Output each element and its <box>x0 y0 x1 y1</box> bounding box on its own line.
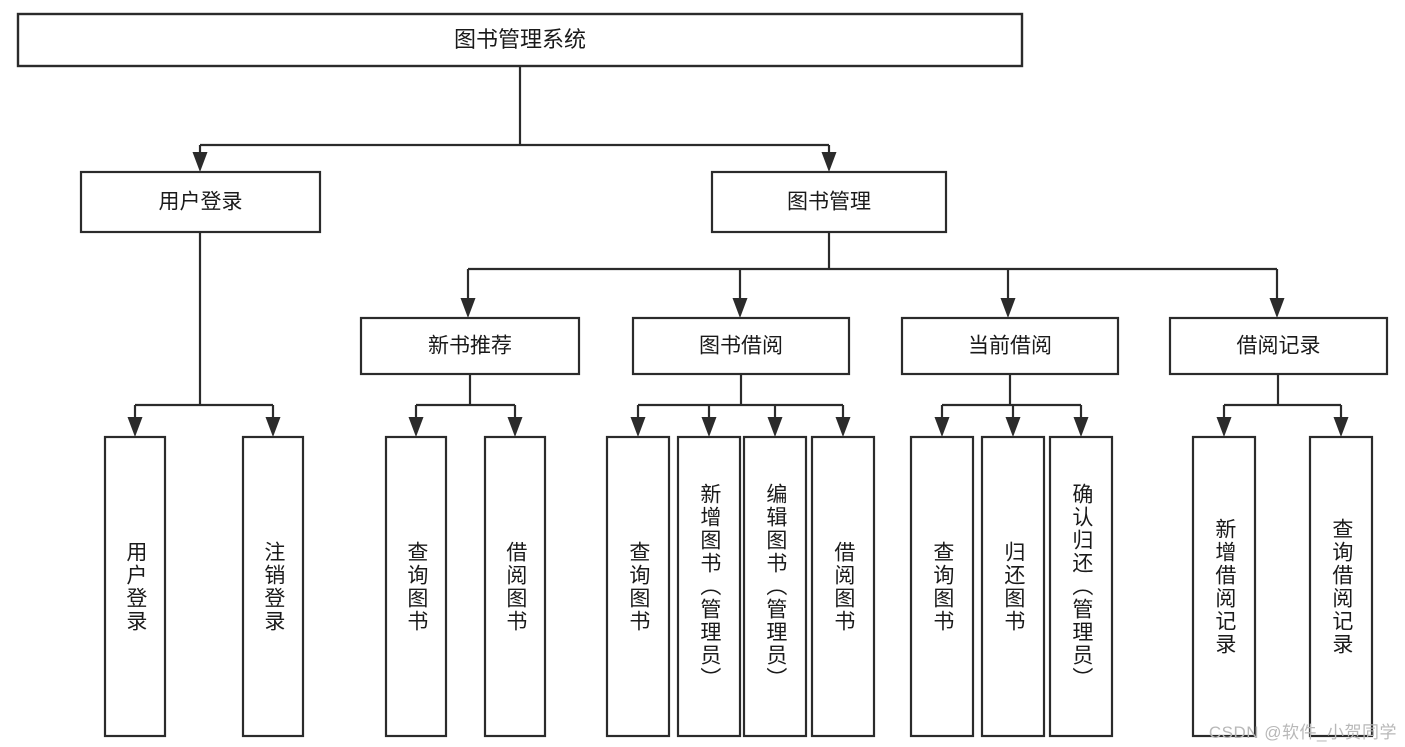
node-user-login-label: 用户登录 <box>159 191 243 214</box>
node-book-manage-label: 图书管理 <box>787 191 871 214</box>
arrow-head-icon-level3-0 <box>460 298 476 318</box>
node-leaf-query-book-2-box[interactable] <box>605 435 671 738</box>
node-leaf-query-record-box[interactable] <box>1308 435 1374 738</box>
arrow-head-icon-level2-1 <box>821 152 837 172</box>
node-leaf-add-record-box[interactable] <box>1191 435 1257 738</box>
arrow-head-icon-leaf-4-1 <box>1333 417 1349 437</box>
arrow-head-icon-leaf-0-1 <box>265 417 281 437</box>
node-leaf-add-book-box[interactable] <box>676 435 742 738</box>
arrow-head-icon-level3-3 <box>1269 298 1285 318</box>
node-leaf-user-logout-box[interactable] <box>241 435 305 738</box>
node-book-borrow-box[interactable] <box>631 316 851 376</box>
arrow-head-icon-leaf-0-0 <box>127 417 143 437</box>
arrow-head-icon-leaf-2-0 <box>630 417 646 437</box>
arrow-head-icon-leaf-1-1 <box>507 417 523 437</box>
arrow-head-icon-leaf-3-2 <box>1073 417 1089 437</box>
arrow-head-icon-leaf-4-0 <box>1216 417 1232 437</box>
node-leaf-edit-book-box[interactable] <box>742 435 808 738</box>
node-borrow-record-label: 借阅记录 <box>1237 335 1321 358</box>
node-leaf-confirm-return-box[interactable] <box>1048 435 1114 738</box>
node-leaf-user-login-box[interactable] <box>103 435 167 738</box>
node-current-borrow-box[interactable] <box>900 316 1120 376</box>
arrow-head-icon-leaf-1-0 <box>408 417 424 437</box>
arrow-head-icon-leaf-3-0 <box>934 417 950 437</box>
node-leaf-borrow-book-2-box[interactable] <box>810 435 876 738</box>
arrow-head-icon-leaf-3-1 <box>1005 417 1021 437</box>
node-current-borrow-label: 当前借阅 <box>968 335 1052 358</box>
arrow-head-icon-leaf-2-2 <box>767 417 783 437</box>
node-leaf-borrow-book-1-box[interactable] <box>483 435 547 738</box>
node-leaf-query-book-3-box[interactable] <box>909 435 975 738</box>
root-node-box[interactable] <box>16 12 1024 68</box>
arrow-head-icon-level3-1 <box>732 298 748 318</box>
root-node-label: 图书管理系统 <box>454 27 586 52</box>
node-leaf-query-book-1-box[interactable] <box>384 435 448 738</box>
node-book-manage-box[interactable] <box>710 170 948 234</box>
node-boxes <box>16 12 1389 738</box>
arrow-head-icon-level3-2 <box>1000 298 1016 318</box>
arrow-head-icon-level2-0 <box>192 152 208 172</box>
node-book-borrow-label: 图书借阅 <box>699 335 783 358</box>
watermark-text: CSDN @软件_小贺同学 <box>1208 723 1397 742</box>
node-user-login-box[interactable] <box>79 170 322 234</box>
node-new-book-rec-label: 新书推荐 <box>428 335 512 358</box>
node-borrow-record-box[interactable] <box>1168 316 1389 376</box>
node-new-book-rec-box[interactable] <box>359 316 581 376</box>
arrow-head-icon-leaf-2-1 <box>701 417 717 437</box>
connector-lines <box>127 66 1349 437</box>
node-leaf-return-book-box[interactable] <box>980 435 1046 738</box>
arrow-head-icon-leaf-2-3 <box>835 417 851 437</box>
